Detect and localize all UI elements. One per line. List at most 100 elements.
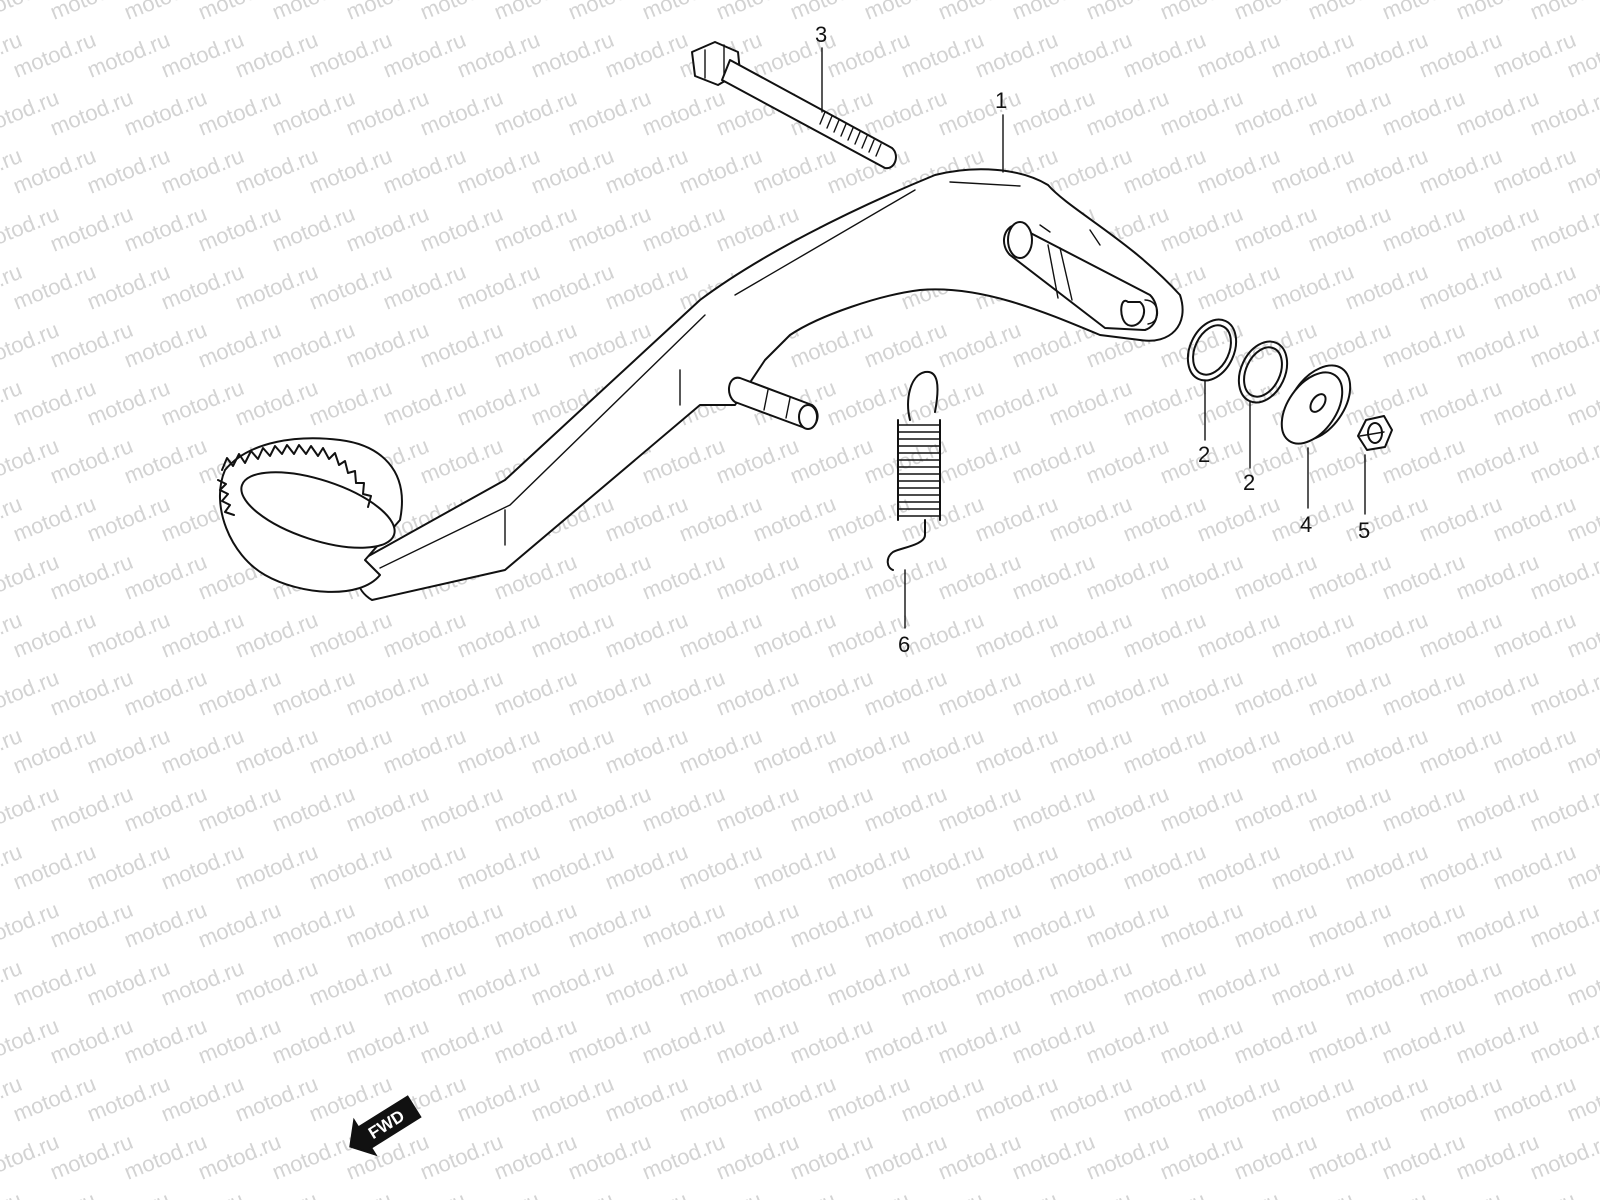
watermark-text: motod.ru bbox=[935, 317, 1025, 373]
leader-lines bbox=[821, 47, 1366, 629]
watermark-text: motod.ru bbox=[713, 433, 803, 489]
watermark-text: motod.ru bbox=[1379, 897, 1469, 953]
watermark-text: motod.ru bbox=[1527, 317, 1600, 373]
watermark-text: motod.ru bbox=[491, 781, 581, 837]
watermark-text: motod.ru bbox=[1194, 955, 1284, 1011]
watermark-text: motod.ru bbox=[306, 1187, 396, 1200]
o-ring bbox=[1237, 340, 1289, 404]
watermark-text: motod.ru bbox=[1342, 491, 1432, 547]
watermark-text: motod.ru bbox=[1305, 201, 1395, 257]
watermark-text: motod.ru bbox=[824, 491, 914, 547]
watermark-text: motod.ru bbox=[639, 1129, 729, 1185]
watermark-text: motod.ru bbox=[343, 781, 433, 837]
watermark-text: motod.ru bbox=[1083, 549, 1173, 605]
watermark-text: motod.ru bbox=[1527, 665, 1600, 721]
watermark-text: motod.ru bbox=[1453, 85, 1543, 141]
return-spring bbox=[886, 370, 941, 571]
callout-label: 1 bbox=[995, 88, 1007, 113]
watermark-text: motod.ru bbox=[10, 491, 100, 547]
watermark-text: motod.ru bbox=[84, 375, 174, 431]
watermark-text: motod.ru bbox=[1453, 1129, 1543, 1185]
watermark-text: motod.ru bbox=[491, 317, 581, 373]
watermark-text: motod.ru bbox=[84, 259, 174, 315]
watermark-text: motod.ru bbox=[232, 607, 322, 663]
watermark-text: motod.ru bbox=[1231, 317, 1321, 373]
watermark-text: motod.ru bbox=[1194, 1187, 1284, 1200]
watermark-text: motod.ru bbox=[1009, 1129, 1099, 1185]
watermark-text: motod.ru bbox=[232, 259, 322, 315]
watermark-text: motod.ru bbox=[195, 85, 285, 141]
watermark-text: motod.ru bbox=[1527, 781, 1600, 837]
watermark-text: motod.ru bbox=[1416, 1187, 1506, 1200]
watermark-text: motod.ru bbox=[84, 955, 174, 1011]
watermark-text: motod.ru bbox=[454, 955, 544, 1011]
watermark-text: motod.ru bbox=[1120, 607, 1210, 663]
watermark-text: motod.ru bbox=[1194, 143, 1284, 199]
watermark-text: motod.ru bbox=[1231, 665, 1321, 721]
watermark-text: motod.ru bbox=[1194, 723, 1284, 779]
watermark-text: motod.ru bbox=[47, 85, 137, 141]
watermark-text: motod.ru bbox=[1453, 1013, 1543, 1069]
watermark-text: motod.ru bbox=[1009, 897, 1099, 953]
watermark-text: motod.ru bbox=[1527, 433, 1600, 489]
watermark-text: motod.ru bbox=[972, 607, 1062, 663]
watermark-text: motod.ru bbox=[417, 665, 507, 721]
watermark-text: motod.ru bbox=[1379, 85, 1469, 141]
watermark-text: motod.ru bbox=[269, 1013, 359, 1069]
watermark-text: motod.ru bbox=[1490, 491, 1580, 547]
watermark-text: motod.ru bbox=[417, 781, 507, 837]
watermark-text: motod.ru bbox=[1453, 433, 1543, 489]
watermark-text: motod.ru bbox=[306, 143, 396, 199]
watermark-text: motod.ru bbox=[343, 201, 433, 257]
watermark-text: motod.ru bbox=[269, 85, 359, 141]
watermark-text: motod.ru bbox=[1268, 27, 1358, 83]
watermark-text: motod.ru bbox=[232, 1187, 322, 1200]
watermark-text: motod.ru bbox=[1231, 1129, 1321, 1185]
nut bbox=[1357, 415, 1393, 451]
watermark-text: motod.ru bbox=[232, 1071, 322, 1127]
watermark-text: motod.ru bbox=[380, 143, 470, 199]
watermark-text: motod.ru bbox=[158, 143, 248, 199]
watermark-text: motod.ru bbox=[1083, 1013, 1173, 1069]
watermark-text: motod.ru bbox=[121, 1129, 211, 1185]
watermark-text: motod.ru bbox=[528, 259, 618, 315]
watermark-text: motod.ru bbox=[1194, 27, 1284, 83]
watermark-text: motod.ru bbox=[10, 375, 100, 431]
watermark-text: motod.ru bbox=[1157, 201, 1247, 257]
watermark-text: motod.ru bbox=[158, 27, 248, 83]
watermark-text: motod.ru bbox=[676, 955, 766, 1011]
watermark-text: motod.ru bbox=[380, 723, 470, 779]
watermark-text: motod.ru bbox=[454, 143, 544, 199]
watermark-text: motod.ru bbox=[1379, 1129, 1469, 1185]
watermark-text: motod.ru bbox=[10, 955, 100, 1011]
watermark-text: motod.ru bbox=[1416, 1071, 1506, 1127]
watermark-text: motod.ru bbox=[787, 897, 877, 953]
watermark-text: motod.ru bbox=[528, 27, 618, 83]
watermark-text: motod.ru bbox=[1231, 549, 1321, 605]
watermark-text: motod.ru bbox=[195, 665, 285, 721]
watermark-text: motod.ru bbox=[824, 27, 914, 83]
watermark-text: motod.ru bbox=[824, 955, 914, 1011]
watermark-text: motod.ru bbox=[898, 1187, 988, 1200]
watermark-text: motod.ru bbox=[1416, 259, 1506, 315]
watermark-text: motod.ru bbox=[1490, 1071, 1580, 1127]
watermark-text: motod.ru bbox=[750, 607, 840, 663]
watermark-text: motod.ru bbox=[713, 549, 803, 605]
watermark-text: motod.ru bbox=[750, 1187, 840, 1200]
watermark-text: motod.ru bbox=[1342, 259, 1432, 315]
watermark-text: motod.ru bbox=[1416, 607, 1506, 663]
watermark-text: motod.ru bbox=[1342, 955, 1432, 1011]
watermark-text: motod.ru bbox=[1231, 201, 1321, 257]
watermark-text: motod.ru bbox=[491, 897, 581, 953]
callout-label: 2 bbox=[1198, 442, 1210, 467]
watermark-text: motod.ru bbox=[1268, 143, 1358, 199]
watermark-text: motod.ru bbox=[528, 1187, 618, 1200]
watermark-text: motod.ru bbox=[898, 491, 988, 547]
watermark-text: motod.ru bbox=[1268, 491, 1358, 547]
watermark-text: motod.ru bbox=[972, 375, 1062, 431]
watermark-text: motod.ru bbox=[824, 723, 914, 779]
watermark-text: motod.ru bbox=[232, 27, 322, 83]
watermark-text: motod.ru bbox=[47, 1013, 137, 1069]
watermark-text: motod.ru bbox=[1527, 0, 1600, 25]
